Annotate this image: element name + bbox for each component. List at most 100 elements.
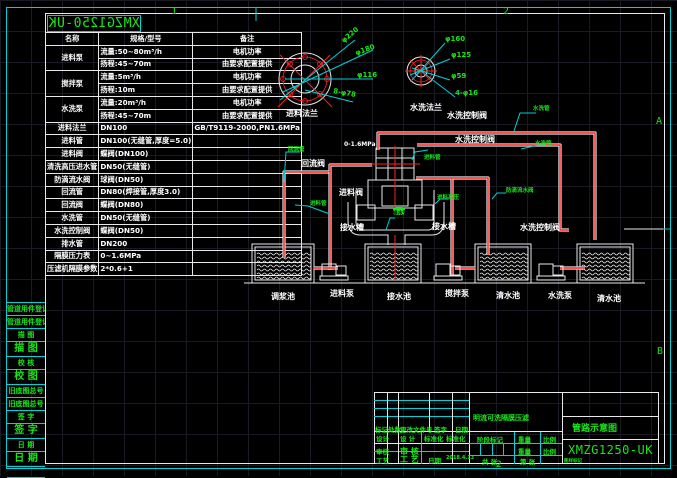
strip-cell: 描 图 <box>7 341 45 356</box>
water-wave <box>479 276 529 280</box>
pipes-group <box>282 131 597 280</box>
stage-label: 阶段标记 <box>477 436 503 444</box>
pump-motor <box>449 265 461 276</box>
pump-base <box>319 275 349 281</box>
water-wave <box>369 252 419 256</box>
water-wave <box>369 272 419 276</box>
water-wave <box>479 268 529 272</box>
zone-marker-b: B <box>657 346 664 357</box>
filter-press-red <box>372 146 420 205</box>
strip-cell: 校 图 <box>7 369 45 384</box>
wash-flange-dim: φ160 <box>445 35 466 43</box>
pump-label: 水洗泵 <box>548 291 572 300</box>
tank-label: 清水池 <box>597 294 621 303</box>
wash-flange-dim: 4-φ16 <box>455 89 478 97</box>
table-row: 回流阀蝶阀(DN80) <box>44 198 303 213</box>
water-wave <box>581 256 631 260</box>
wash-pipe-inner-core <box>417 144 569 231</box>
water-wave <box>369 268 419 272</box>
tb-process: 工 艺 <box>400 455 419 464</box>
wash-flange-dim: φ125 <box>451 51 472 59</box>
page-number: 2 <box>496 460 502 470</box>
tb-row-label: 签字 <box>434 426 447 434</box>
tanks-group <box>251 243 634 284</box>
tank <box>364 243 422 284</box>
water-wave <box>369 260 419 264</box>
pumps-group <box>319 263 566 281</box>
strip-cell: 描 图 <box>7 328 45 341</box>
tank-inner <box>477 246 529 281</box>
tank-inner <box>579 246 631 281</box>
tank-inner <box>367 246 419 281</box>
green-tag: 回流管 <box>288 147 305 153</box>
drawing-code: XMZG1250-UK <box>568 443 653 457</box>
water-wave <box>581 260 631 264</box>
green-tag: 进料高压 <box>437 195 460 201</box>
tank <box>576 243 634 284</box>
feed-valve-label: 进料阀 <box>339 188 363 197</box>
pump-base <box>433 275 463 281</box>
tank-label: 接水池 <box>387 292 411 301</box>
tank-label: 清水池 <box>496 291 520 300</box>
water-wave <box>581 264 631 268</box>
tank-outline <box>576 243 634 284</box>
tb-role: 设 计 <box>400 435 416 443</box>
pump-base <box>536 275 566 281</box>
wash-control-valve-label: 水洗控制阀 <box>520 223 560 232</box>
strip-cell: 日 期 <box>7 451 45 466</box>
tb-process: 日期 <box>428 457 441 465</box>
tank-outline <box>474 243 532 284</box>
wash-flange-label: 水洗法兰 <box>410 103 442 112</box>
strip-cell: 签 字 <box>7 410 45 423</box>
tb-row-label: 处数 <box>388 426 401 434</box>
green-tag: 排水管 <box>392 211 409 217</box>
project-name: 明流可洗隔膜压滤 <box>473 414 529 422</box>
water-wave <box>479 260 529 264</box>
pressure-gauge-label: 0-1.6MPa <box>344 141 376 148</box>
water-wave <box>256 264 312 268</box>
outer-frame <box>6 7 671 469</box>
wash-pipe-outer-core <box>377 132 596 240</box>
strip-cell: 管道用件登记 <box>7 315 45 328</box>
tb-review: 审 核 <box>400 447 419 456</box>
tb-role: 标准化 <box>446 435 466 443</box>
zone-marker-2: 2 <box>503 6 510 17</box>
tb-process-date: 2018.4.13 <box>446 455 475 461</box>
sheet-no: 第 张 <box>520 458 536 466</box>
scale-value: 比例 <box>543 448 556 456</box>
water-wave <box>479 256 529 260</box>
water-wave <box>256 268 312 272</box>
wash-to-tank <box>452 176 490 255</box>
pump-body <box>538 263 554 277</box>
pump <box>536 263 566 281</box>
water-wave <box>256 276 312 280</box>
feed-flange-label: 进料法兰 <box>286 109 318 118</box>
tank-outline <box>364 243 422 284</box>
scale-label: 比例 <box>543 436 556 444</box>
green-tag: 水洗管 <box>535 141 552 147</box>
pump-body <box>435 263 451 277</box>
drain-gauge <box>393 207 405 215</box>
water-wave <box>369 256 419 260</box>
water-wave <box>369 276 419 280</box>
tb-review: 审核 <box>376 448 389 456</box>
pump-motor <box>335 265 347 276</box>
tb-role: 设计 <box>376 435 389 443</box>
green-tag: 进料管 <box>424 155 441 161</box>
water-wave <box>369 264 419 268</box>
strip-cell: 管道用件登记 <box>7 302 45 315</box>
drain-tank-left-label: 接水槽 <box>340 223 364 232</box>
strip-cell: 日 期 <box>7 438 45 451</box>
wash-flange-dim: φ59 <box>451 72 467 80</box>
strip-cell: 签 字 <box>7 423 45 438</box>
sheets-total: 共 张 <box>482 458 498 466</box>
wash-flange-drawing <box>405 42 456 98</box>
